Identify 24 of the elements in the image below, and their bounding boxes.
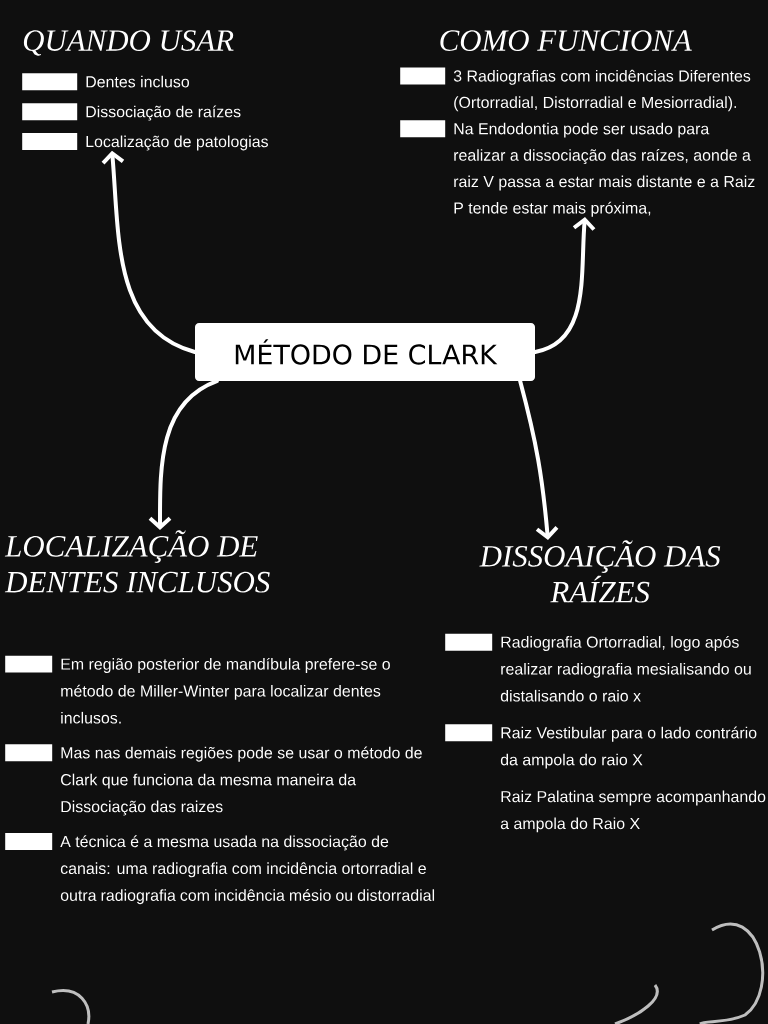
heading: QUANDO USAR xyxy=(23,30,234,56)
text-block xyxy=(4,530,435,905)
bullet-text: 3 Radiografias com incidências Diferentes (Ortorradial, Distorradial e Mesiorradial). xyxy=(453,69,751,112)
heading: COMO FUNCIONA xyxy=(440,30,692,51)
curved-arrow xyxy=(148,379,219,530)
bullet-text: A técnica é a mesma usada na dissociação de canais: uma radiografia com incidência ortorradial e outra radiografia com incidência mésio ou distorradial xyxy=(60,835,435,905)
title-banner: MÉTODO DE CLARK xyxy=(195,323,535,381)
bullet-text: Raiz Vestibular para o lado contrário da ampola do raio X xyxy=(500,726,757,769)
heading: DISSOAIÇÃO DAS RAÍZES xyxy=(479,540,721,603)
heading: LOCALIZAÇÃO DE DENTES INCLUSOS xyxy=(4,530,270,593)
bullet-text: Localização de patologias xyxy=(86,135,268,151)
bullet-text: Raiz Palatina sempre acompanhando a ampola do Raio X xyxy=(500,790,766,833)
text-block xyxy=(22,30,268,151)
curved-arrow xyxy=(518,379,559,540)
bullet-text: Mas nas demais regiões pode se usar o método de Clark que funciona da mesma maneira da Dissociação das raizes xyxy=(61,746,422,816)
bullet-text: Dissociação de raízes xyxy=(86,105,241,121)
bullet-text: Dentes incluso xyxy=(86,75,190,88)
text-block xyxy=(445,540,766,833)
curved-arrow xyxy=(533,217,596,354)
bullet-text: Radiografia Ortorradial, logo após realizar radiografia mesialisando ou distalisando o raio x xyxy=(500,635,751,702)
bullet-text: Em região posterior de mandíbula prefere-se o método de Miller-Winter para localizar dentes inclusos. xyxy=(61,657,390,724)
bullet-text: Na Endodontia pode ser usado para realizar a dissociação das raízes, aonde a raiz V passa a estar mais distante e a Raiz P tende estar mais próxima, xyxy=(454,122,755,217)
curved-arrow xyxy=(101,150,197,354)
text-block xyxy=(400,30,755,217)
